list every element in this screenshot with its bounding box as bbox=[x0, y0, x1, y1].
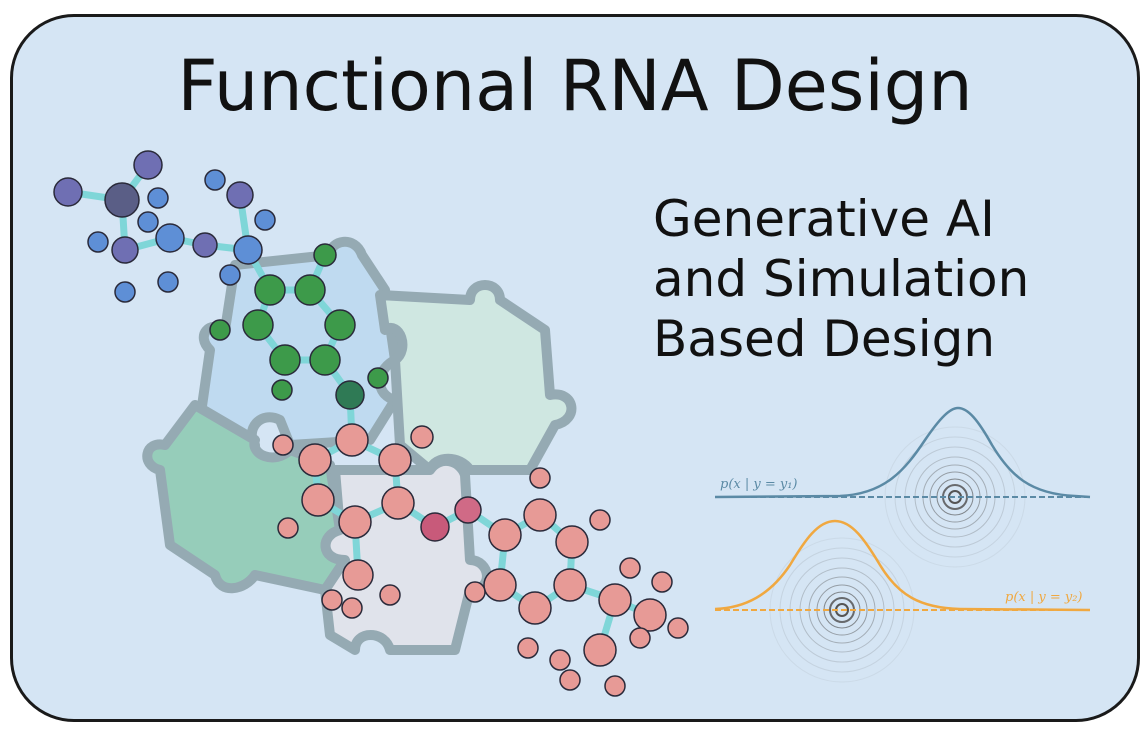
atoms-magenta bbox=[420, 496, 482, 542]
puzzle-pieces bbox=[142, 236, 577, 655]
puzzle-piece-green bbox=[142, 400, 350, 595]
atoms-blue bbox=[87, 169, 276, 303]
curve-bottom bbox=[714, 519, 1091, 612]
atoms-purple bbox=[53, 150, 254, 264]
puzzle-piece-gray bbox=[320, 456, 492, 655]
subtitle-line-2: and Simulation bbox=[653, 250, 1030, 308]
label-top: p(x | y = y₁) bbox=[720, 477, 798, 492]
puzzle-piece-green-light bbox=[375, 280, 577, 475]
atoms-salmon bbox=[272, 423, 689, 697]
subtitle-line-3: Based Design bbox=[653, 310, 996, 368]
atoms-green bbox=[209, 243, 389, 410]
subtitle-block: Generative AI and Simulation Based Desig… bbox=[653, 189, 1113, 369]
curve-top bbox=[714, 406, 1091, 499]
distribution-plots: p(x | y = y₁) p(x | y = y₂) bbox=[714, 406, 1091, 683]
diagram-card: Functional RNA Design Generative AI and … bbox=[10, 14, 1140, 722]
subtitle-line-1: Generative AI bbox=[653, 190, 995, 248]
label-bottom: p(x | y = y₂) bbox=[1005, 590, 1083, 605]
molecule-atoms bbox=[53, 150, 689, 697]
main-title: Functional RNA Design bbox=[177, 45, 973, 127]
